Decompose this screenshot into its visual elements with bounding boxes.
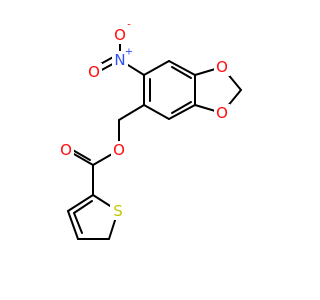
- atom-ester-o-single: O: [111, 141, 127, 159]
- atom-nitro-o-double: O: [86, 63, 102, 81]
- atom-label-n: N: [114, 51, 125, 69]
- atom-label-s: S: [113, 202, 123, 220]
- bond-benzene-1: [143, 60, 170, 76]
- bond-benzene-4-inner: [171, 101, 192, 114]
- atom-label-o: O: [60, 141, 72, 159]
- charge-plus: +: [125, 47, 133, 58]
- molecule-canvas: O - N + O O O O O S: [58, 19, 242, 240]
- atom-nitro-n: N +: [112, 47, 133, 69]
- atom-dioxole-o-top: O: [214, 58, 230, 76]
- atom-label-o: O: [88, 63, 100, 81]
- atom-label-o: O: [114, 26, 126, 44]
- charge-minus: -: [127, 20, 131, 31]
- atom-ester-o-carbonyl: O: [58, 141, 74, 159]
- atom-label-o: O: [216, 58, 228, 76]
- atom-dioxole-o-bottom: O: [214, 104, 230, 122]
- atom-nitro-o-minus: O -: [112, 20, 131, 44]
- atom-labels: O - N + O O O O O S: [58, 20, 230, 220]
- bond-thiophene-5-inner: [73, 200, 93, 214]
- bond-benzene-4: [168, 104, 196, 120]
- molecule-structure: O - N + O O O O O S: [58, 19, 242, 240]
- atom-label-o: O: [113, 141, 125, 159]
- bond-thiophene-5: [67, 194, 94, 212]
- bond-thiophene-4: [67, 210, 79, 240]
- bond-benzene-2-inner: [171, 66, 192, 79]
- bond-benzene-2: [168, 60, 196, 76]
- bond-thiophene-4-inner: [73, 212, 83, 234]
- bond-benzene-5: [143, 104, 170, 120]
- atom-label-o: O: [216, 104, 228, 122]
- atom-thiophene-s: S: [110, 202, 126, 220]
- bond-ring-ch2: [118, 104, 145, 121]
